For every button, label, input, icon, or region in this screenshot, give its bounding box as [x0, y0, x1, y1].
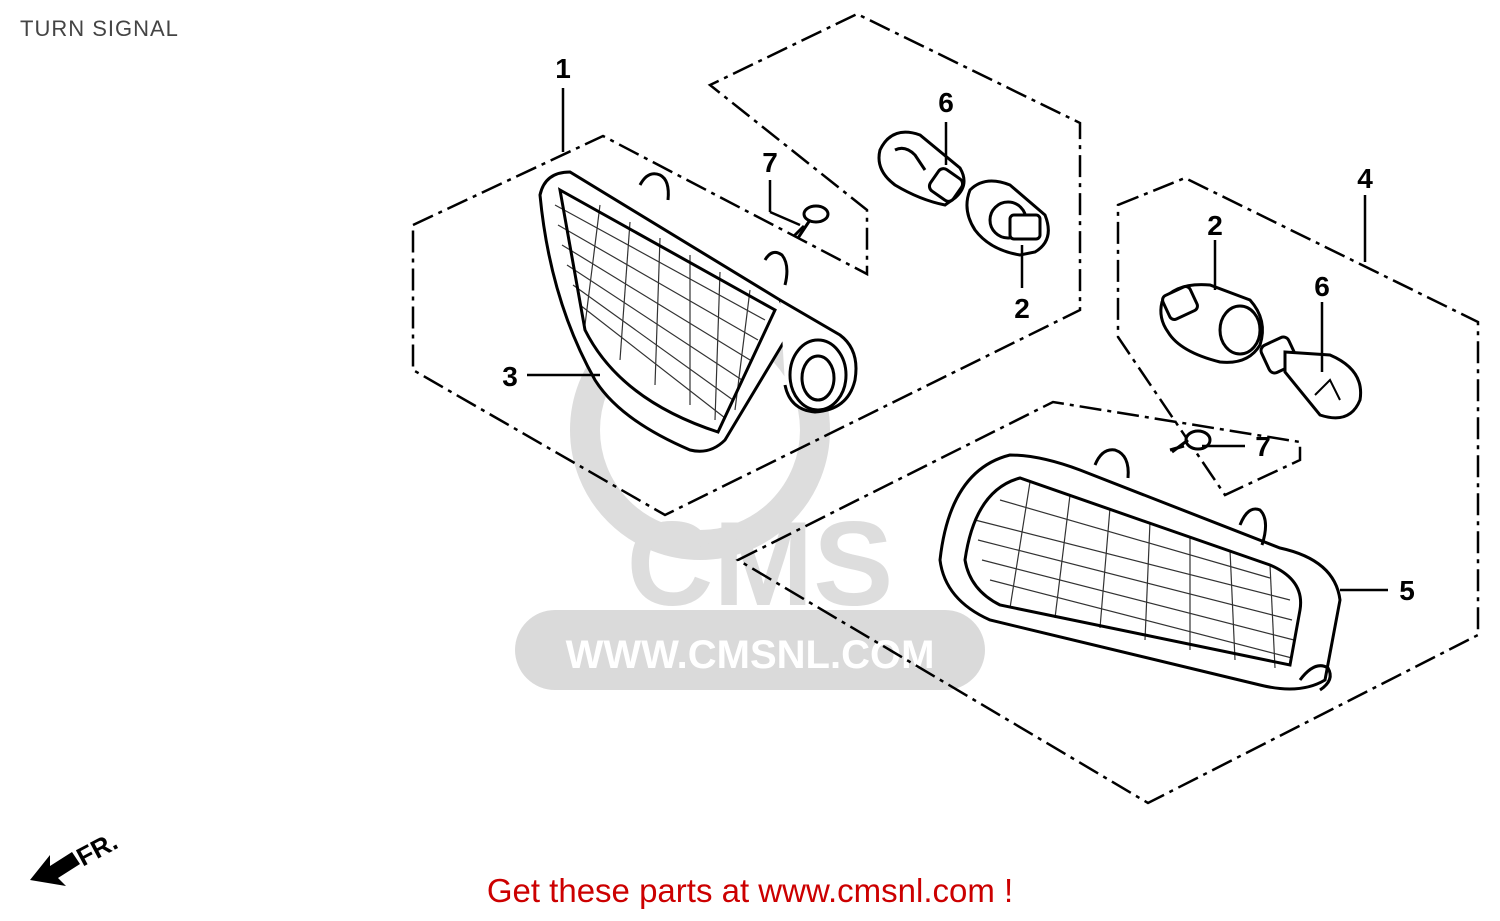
callout-label: 7 — [1255, 431, 1271, 462]
leader-lines — [527, 88, 1388, 592]
left-turn-signal-lens — [538, 170, 858, 453]
watermark: CMS WWW.CMSNL.COM — [515, 300, 985, 690]
page-title: TURN SIGNAL — [20, 16, 179, 41]
left-lens-grid — [554, 204, 766, 421]
bulb-lower — [1259, 335, 1363, 420]
callout-label: 6 — [938, 87, 954, 118]
callout-labels: 1 2 2 3 4 5 6 6 7 7 — [502, 53, 1415, 606]
right-turn-signal-lens — [938, 448, 1342, 692]
callout-label: 3 — [502, 361, 518, 392]
callout-label: 5 — [1399, 575, 1415, 606]
right-assembly-frame — [735, 176, 1480, 805]
bulb-upper — [877, 130, 966, 207]
callout-label: 2 — [1014, 293, 1030, 324]
callout-label: 1 — [555, 53, 571, 84]
screw-upper — [792, 204, 830, 239]
screw-lower — [1169, 429, 1212, 454]
callout-label: 2 — [1207, 210, 1223, 241]
direction-label: FR. — [71, 826, 122, 872]
left-assembly-frame — [411, 12, 1082, 517]
watermark-brand: CMS — [627, 497, 894, 631]
socket-upper — [965, 179, 1050, 257]
socket-lower — [1159, 283, 1264, 364]
assembly-outlines — [411, 12, 1480, 805]
right-lens-grid — [974, 481, 1295, 669]
callout-label: 7 — [762, 147, 778, 178]
watermark-url: WWW.CMSNL.COM — [566, 633, 935, 677]
footer-call-to-action[interactable]: Get these parts at www.cmsnl.com ! — [486, 872, 1014, 909]
callout-label: 4 — [1357, 163, 1373, 194]
callout-label: 6 — [1314, 271, 1330, 302]
front-arrow-icon — [30, 852, 80, 886]
